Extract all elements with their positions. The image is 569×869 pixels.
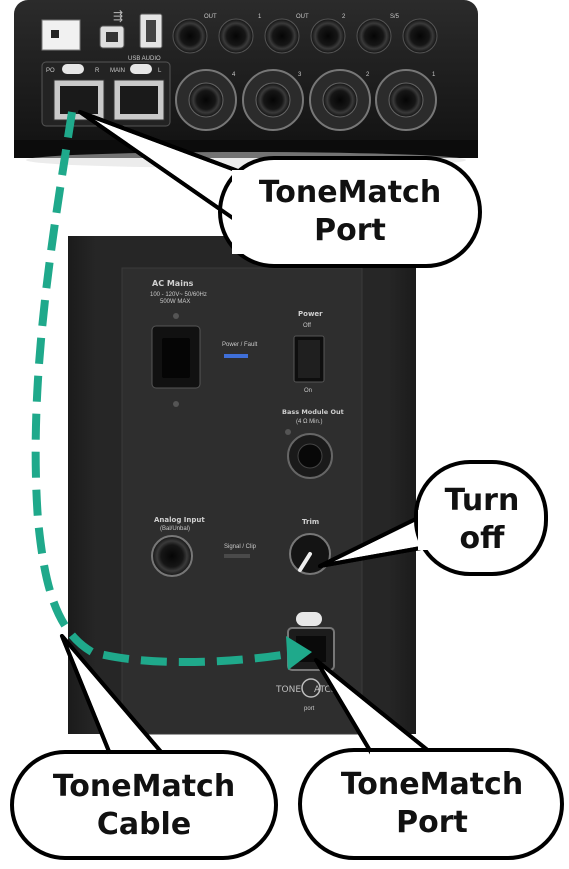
po-label: PO: [46, 68, 55, 74]
r-label: R: [95, 68, 100, 74]
callout-bottom-port-line-2: Port: [396, 805, 468, 840]
analog-input-jack[interactable]: [151, 535, 193, 577]
callout-cable-line-1: ToneMatch: [53, 769, 235, 804]
tonematch-logo: TONE ATCH port: [275, 678, 337, 712]
output-jack[interactable]: [310, 18, 346, 54]
callout-turn-off-line-1: Turn: [445, 483, 520, 518]
ac-spec-line-2: 500W MAX: [160, 299, 190, 305]
signal-clip-label: Signal / Clip: [224, 544, 257, 550]
callout-top-port-line-2: Port: [314, 213, 386, 248]
analog-input-label: Analog Input: [154, 516, 205, 524]
channel-2-label: 2: [366, 72, 370, 78]
channel-3-label: 3: [298, 72, 302, 78]
output-jack[interactable]: [264, 18, 300, 54]
callout-bottom-port-line-1: ToneMatch: [341, 767, 523, 802]
bass-spec-label: (4 Ω Min.): [296, 419, 323, 425]
l-label: L: [158, 68, 162, 74]
trim-label: Trim: [302, 518, 319, 526]
power-fault-led: [224, 354, 248, 358]
cable-arrowhead-icon: [286, 636, 312, 670]
port-number-1: 1: [258, 14, 262, 20]
output-jack[interactable]: [356, 18, 392, 54]
channel-4-label: 4: [232, 72, 236, 78]
main-label: MAIN: [110, 68, 125, 74]
ac-spec-line-1: 100 - 120V~ 50/60Hz: [150, 292, 207, 298]
tonematch-logo-text-1: TONE: [275, 685, 301, 695]
usb-audio-label: USB AUDIO: [128, 56, 161, 62]
port-number-2: 2: [342, 14, 346, 20]
output-jack[interactable]: [402, 18, 438, 54]
callout-turn-off-line-2: off: [460, 521, 506, 556]
callout-top-port-line-1: ToneMatch: [259, 175, 441, 210]
bass-module-out-label: Bass Module Out: [282, 408, 344, 416]
out-label-2: OUT: [296, 14, 309, 20]
callout-cable-line-2: Cable: [97, 807, 191, 842]
analog-input-spec: (Bal/Unbal): [160, 526, 190, 532]
callout-turn-off: Turn off: [318, 460, 548, 576]
tonematch-cable: [31, 111, 312, 670]
callout-bottom-tonematch-port: ToneMatch Port: [298, 658, 564, 860]
output-jack[interactable]: [172, 18, 208, 54]
tonematch-logo-text-2: ATCH: [314, 685, 337, 695]
callout-tonematch-cable: ToneMatch Cable: [10, 634, 278, 860]
output-jack[interactable]: [218, 18, 254, 54]
power-on-label: On: [304, 388, 312, 394]
signal-clip-led: [224, 554, 250, 558]
ac-mains-label: AC Mains: [152, 279, 194, 288]
callout-top-tonematch-port: ToneMatch Port: [78, 110, 482, 268]
out-label-1: OUT: [204, 14, 217, 20]
power-fault-label: Power / Fault: [222, 342, 258, 348]
s5-label: S/5: [390, 14, 400, 20]
cable-path: [31, 111, 289, 667]
power-off-label: Off: [303, 323, 311, 329]
tonematch-port-word: port: [304, 706, 315, 712]
output-jacks: OUT OUT 1 2 S/5: [172, 14, 438, 54]
channel-1-label: 1: [432, 72, 436, 78]
usb-symbol-icon: ⇶: [113, 9, 123, 23]
mixer-power-switch[interactable]: [41, 19, 81, 51]
power-label: Power: [298, 310, 323, 318]
combo-inputs: 4 3 2 1: [175, 69, 437, 131]
speaker-device: AC Mains 100 - 120V~ 50/60Hz 500W MAX Po…: [68, 236, 416, 735]
mixer-device: ⇶ USB AUDIO OUT OUT 1 2 S/5 PO R MAIN L: [14, 0, 478, 168]
